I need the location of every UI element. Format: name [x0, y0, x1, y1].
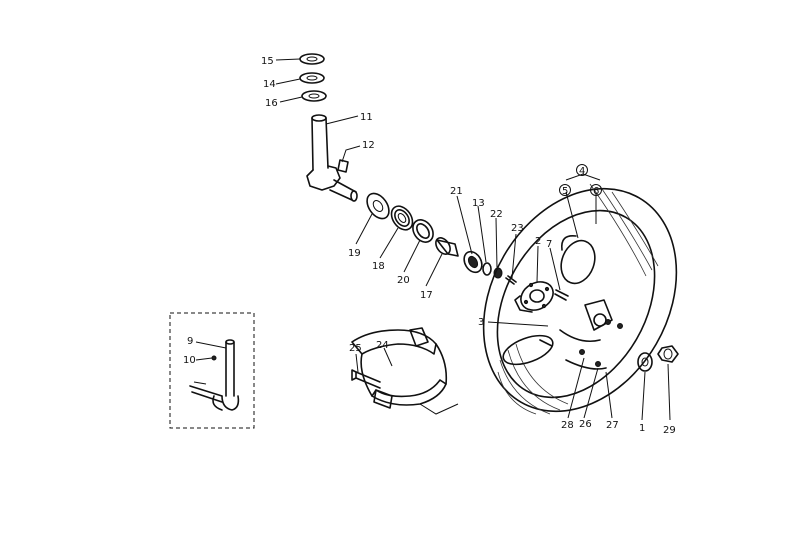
tire-half-5 — [560, 234, 596, 285]
label-29: 29 — [663, 425, 676, 436]
label-3: 3 — [478, 317, 484, 328]
label-20: 20 — [397, 275, 410, 286]
washer-15 — [299, 53, 325, 65]
label-13: 13 — [472, 198, 485, 209]
label-10: 10 — [183, 355, 196, 366]
inset-spindle-box — [169, 312, 255, 429]
label-9: 9 — [187, 336, 193, 347]
label-12: 12 — [362, 140, 375, 151]
label-26: 26 — [579, 419, 592, 430]
tire-half-6 — [502, 334, 554, 366]
label-28: 28 — [561, 420, 574, 431]
washer-16 — [301, 90, 327, 102]
washer-13 — [482, 262, 492, 276]
part-labels: 15 14 16 11 12 19 18 20 17 21 13 22 23 2… — [183, 56, 676, 436]
bearing-18 — [390, 205, 414, 231]
label-25: 25 — [349, 343, 362, 354]
label-5: 5 — [562, 186, 568, 197]
tire-4 — [482, 183, 678, 415]
label-11: 11 — [360, 112, 373, 123]
label-16: 16 — [265, 98, 278, 109]
hub-bolts-7 — [554, 289, 569, 301]
label-1: 1 — [639, 423, 645, 434]
rim-center — [559, 299, 623, 370]
washer-14 — [299, 72, 325, 84]
bearing-20 — [412, 219, 434, 243]
seal-19 — [366, 192, 390, 220]
leader-lines — [193, 58, 671, 421]
cotter-pin-23 — [505, 275, 517, 285]
label-24: 24 — [376, 340, 389, 351]
label-7: 7 — [546, 239, 552, 250]
half-tire-24 — [351, 327, 459, 415]
bearing-21 — [463, 250, 483, 274]
label-21: 21 — [450, 186, 463, 197]
bolt-25 — [351, 369, 381, 389]
label-17: 17 — [420, 290, 433, 301]
axle-cap-29 — [657, 345, 679, 363]
axle-nut-1 — [637, 352, 653, 372]
label-4: 4 — [579, 166, 585, 177]
label-19: 19 — [348, 248, 361, 259]
label-27: 27 — [606, 420, 619, 431]
label-15: 15 — [261, 56, 274, 67]
label-2: 2 — [535, 236, 541, 247]
spindle-11 — [306, 114, 358, 202]
label-6: 6 — [593, 186, 599, 197]
label-23: 23 — [511, 223, 524, 234]
hub-cap-17 — [435, 237, 459, 257]
label-18: 18 — [372, 261, 385, 272]
label-14: 14 — [263, 79, 276, 90]
label-22: 22 — [490, 209, 503, 220]
wheel-hub-2 — [514, 281, 554, 313]
